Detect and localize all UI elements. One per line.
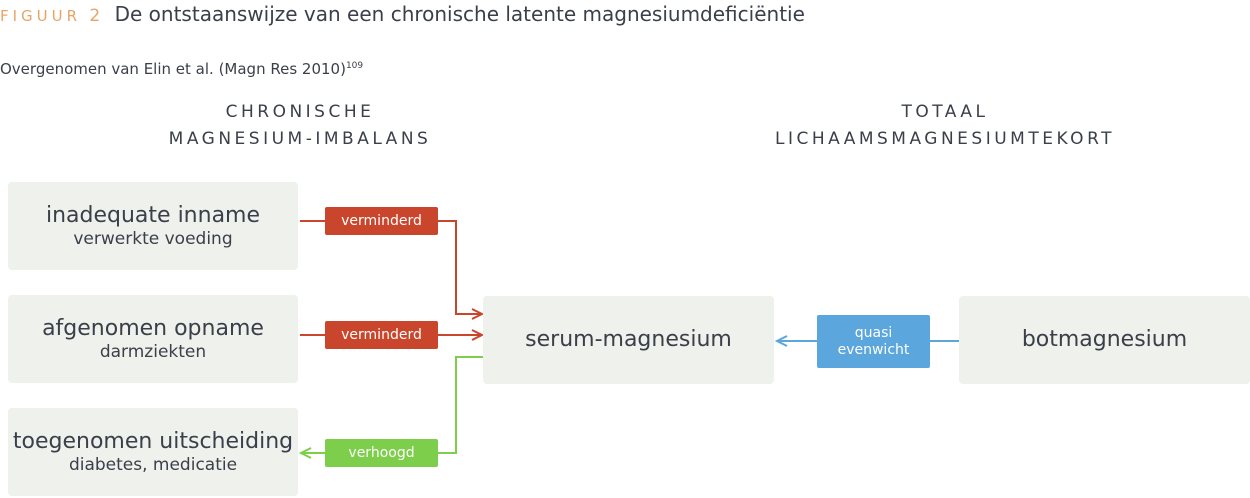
figure-label: FIGUUR (0, 7, 82, 25)
heading-right-line1: TOTAAL (901, 102, 989, 122)
box-bone-title: botmagnesium (1021, 327, 1188, 352)
heading-right-line2: LICHAAMSMAGNESIUMTEKORT (774, 129, 1116, 149)
source-citation: Overgenomen van Elin et al. (Magn Res 20… (0, 60, 363, 78)
heading-right: TOTAAL LICHAAMSMAGNESIUMTEKORT (700, 99, 1190, 153)
box-intake-subtitle: verwerkte voeding (73, 229, 233, 249)
box-absorption-subtitle: darmziekten (99, 342, 207, 362)
arrowhead-intake (471, 308, 485, 320)
box-increased-excretion: toegenomen uitscheiding diabetes, medica… (8, 408, 298, 496)
figure-caption: FIGUUR 2 De ontstaanswijze van een chron… (0, 2, 805, 26)
tag-quasi-line1: quasi (854, 324, 893, 341)
box-serum-title: serum-magnesium (525, 327, 732, 352)
box-inadequate-intake: inadequate inname verwerkte voeding (8, 182, 298, 270)
tag-absorption-decreased: verminderd (325, 321, 438, 349)
arrowhead-absorption (471, 329, 485, 341)
figure-title: De ontstaanswijze van een chronische lat… (114, 2, 805, 26)
box-intake-title: inadequate inname (45, 203, 261, 228)
box-excretion-title: toegenomen uitscheiding (12, 429, 294, 454)
tag-quasi-equilibrium: quasi evenwicht (817, 315, 930, 368)
source-text: Overgenomen van Elin et al. (Magn Res 20… (0, 60, 346, 78)
box-absorption-title: afgenomen opname (42, 316, 264, 341)
arrowhead-excretion (298, 447, 312, 459)
figure-number: 2 (89, 6, 101, 26)
box-serum-magnesium: serum-magnesium (483, 296, 774, 384)
source-ref: 109 (345, 61, 364, 71)
tag-quasi-line2: evenwicht (837, 341, 910, 358)
box-excretion-subtitle: diabetes, medicatie (68, 455, 238, 475)
box-reduced-absorption: afgenomen opname darmziekten (8, 295, 298, 383)
tag-excretion-increased: verhoogd (325, 439, 438, 467)
heading-left: CHRONISCHE MAGNESIUM-IMBALANS (120, 99, 480, 153)
box-bone-magnesium: botmagnesium (959, 296, 1250, 384)
tag-intake-decreased: verminderd (325, 207, 438, 235)
arrowhead-bone (774, 335, 788, 347)
heading-left-line2: MAGNESIUM-IMBALANS (168, 129, 432, 149)
heading-left-line1: CHRONISCHE (225, 102, 375, 122)
